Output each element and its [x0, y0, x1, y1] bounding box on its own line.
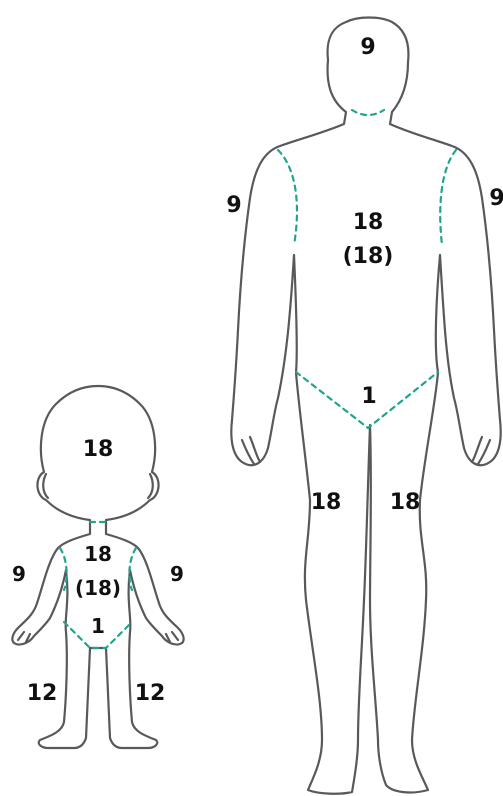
adult-right-arm-percent: 9	[226, 193, 241, 218]
adult-left-leg-percent: 18	[390, 490, 421, 515]
adult-right-leg-percent: 18	[311, 490, 342, 515]
adult-left-hand-fingers	[472, 437, 490, 464]
adult-right-hand-fingers	[242, 437, 260, 464]
child-figure: 18 9 9 18 (18) 1 12 12	[12, 386, 184, 748]
child-left-leg-percent: 12	[135, 681, 166, 706]
adult-left-shoulder-divider	[440, 150, 456, 245]
child-torso-back-percent: (18)	[75, 576, 121, 600]
adult-torso-front-percent: 18	[353, 210, 384, 235]
adult-torso-back-percent: (18)	[343, 244, 394, 269]
child-torso-front-percent: 18	[84, 542, 112, 566]
child-right-ear	[43, 474, 48, 498]
adult-figure: 9 9 9 18 (18) 1 18 18	[226, 18, 503, 794]
adult-genitals-percent: 1	[361, 384, 376, 409]
adult-neck-divider	[352, 110, 384, 115]
adult-left-arm-percent: 9	[489, 186, 503, 211]
child-right-arm-percent: 9	[12, 562, 26, 586]
child-left-ear	[148, 474, 153, 498]
child-right-leg-percent: 12	[27, 681, 58, 706]
child-genitals-percent: 1	[91, 614, 105, 638]
adult-head-percent: 9	[360, 35, 375, 60]
child-head-percent: 18	[83, 437, 114, 462]
adult-right-shoulder-divider	[278, 150, 297, 245]
child-left-arm-percent: 9	[170, 562, 184, 586]
